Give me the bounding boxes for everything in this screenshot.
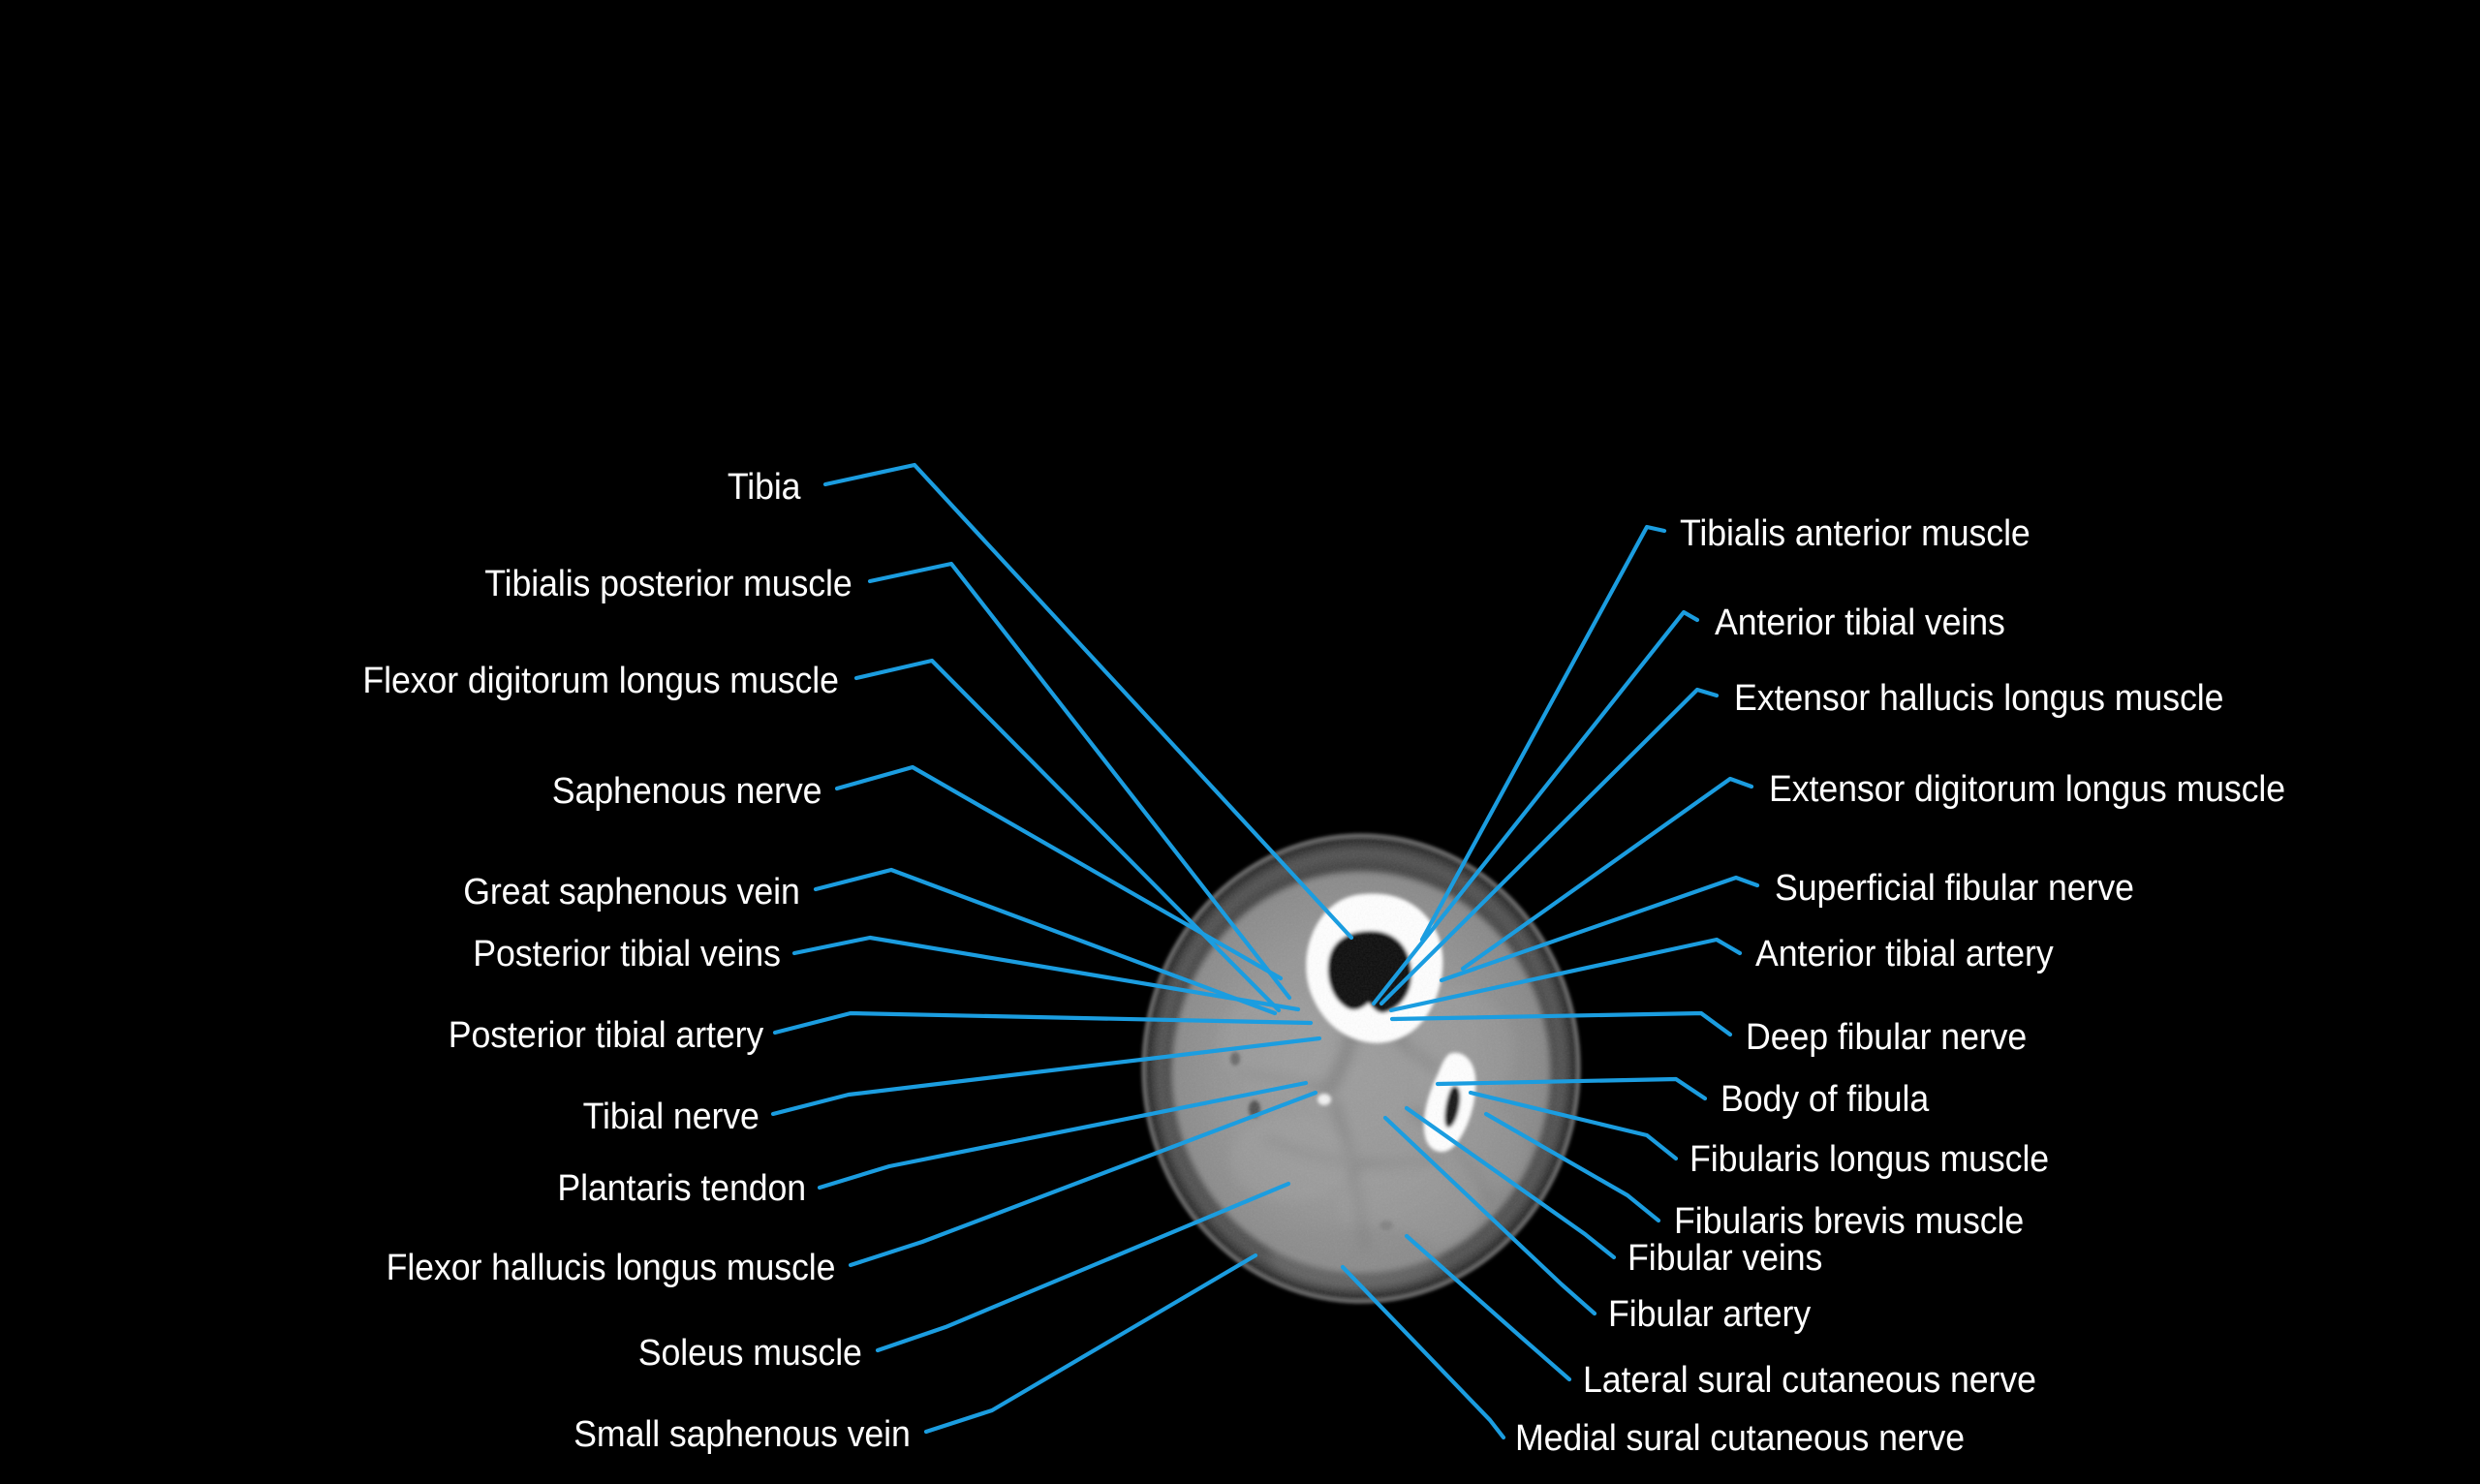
label-anterior-tibial-veins[interactable]: Anterior tibial veins xyxy=(1715,603,2005,643)
label-extensor-digitorum-longus-muscle[interactable]: Extensor digitorum longus muscle xyxy=(1769,769,2286,810)
ct-cross-section-svg xyxy=(1141,833,1581,1304)
label-plantaris-tendon[interactable]: Plantaris tendon xyxy=(557,1168,806,1209)
label-tibial-nerve[interactable]: Tibial nerve xyxy=(582,1097,760,1137)
label-anterior-tibial-artery[interactable]: Anterior tibial artery xyxy=(1755,934,2054,974)
label-great-saphenous-vein[interactable]: Great saphenous vein xyxy=(463,872,800,912)
label-deep-fibular-nerve[interactable]: Deep fibular nerve xyxy=(1746,1017,2028,1058)
label-saphenous-nerve[interactable]: Saphenous nerve xyxy=(551,771,822,812)
label-flexor-hallucis-longus-muscle[interactable]: Flexor hallucis longus muscle xyxy=(386,1248,835,1288)
label-lateral-sural-cutaneous-nerve[interactable]: Lateral sural cutaneous nerve xyxy=(1583,1360,2036,1401)
label-body-of-fibula[interactable]: Body of fibula xyxy=(1720,1079,1930,1120)
label-fibularis-longus-muscle[interactable]: Fibularis longus muscle xyxy=(1690,1139,2050,1180)
label-tibia[interactable]: Tibia xyxy=(727,467,800,508)
label-flexor-digitorum-longus-muscle[interactable]: Flexor digitorum longus muscle xyxy=(362,661,839,701)
label-superficial-fibular-nerve[interactable]: Superficial fibular nerve xyxy=(1775,868,2134,909)
label-posterior-tibial-veins[interactable]: Posterior tibial veins xyxy=(473,934,781,974)
label-fibularis-brevis-muscle[interactable]: Fibularis brevis muscle xyxy=(1674,1201,2025,1242)
label-tibialis-anterior-muscle[interactable]: Tibialis anterior muscle xyxy=(1680,513,2030,554)
label-medial-sural-cutaneous-nerve[interactable]: Medial sural cutaneous nerve xyxy=(1515,1418,1965,1459)
ct-scan-image xyxy=(1119,819,1613,1322)
label-posterior-tibial-artery[interactable]: Posterior tibial artery xyxy=(448,1015,763,1056)
ct-noise-overlay xyxy=(1146,838,1576,1299)
label-tibialis-posterior-muscle[interactable]: Tibialis posterior muscle xyxy=(484,564,853,604)
label-small-saphenous-vein[interactable]: Small saphenous vein xyxy=(574,1414,911,1455)
label-fibular-veins[interactable]: Fibular veins xyxy=(1628,1238,1823,1279)
label-fibular-artery[interactable]: Fibular artery xyxy=(1608,1294,1812,1335)
label-soleus-muscle[interactable]: Soleus muscle xyxy=(637,1333,862,1374)
label-extensor-hallucis-longus-muscle[interactable]: Extensor hallucis longus muscle xyxy=(1734,678,2224,719)
